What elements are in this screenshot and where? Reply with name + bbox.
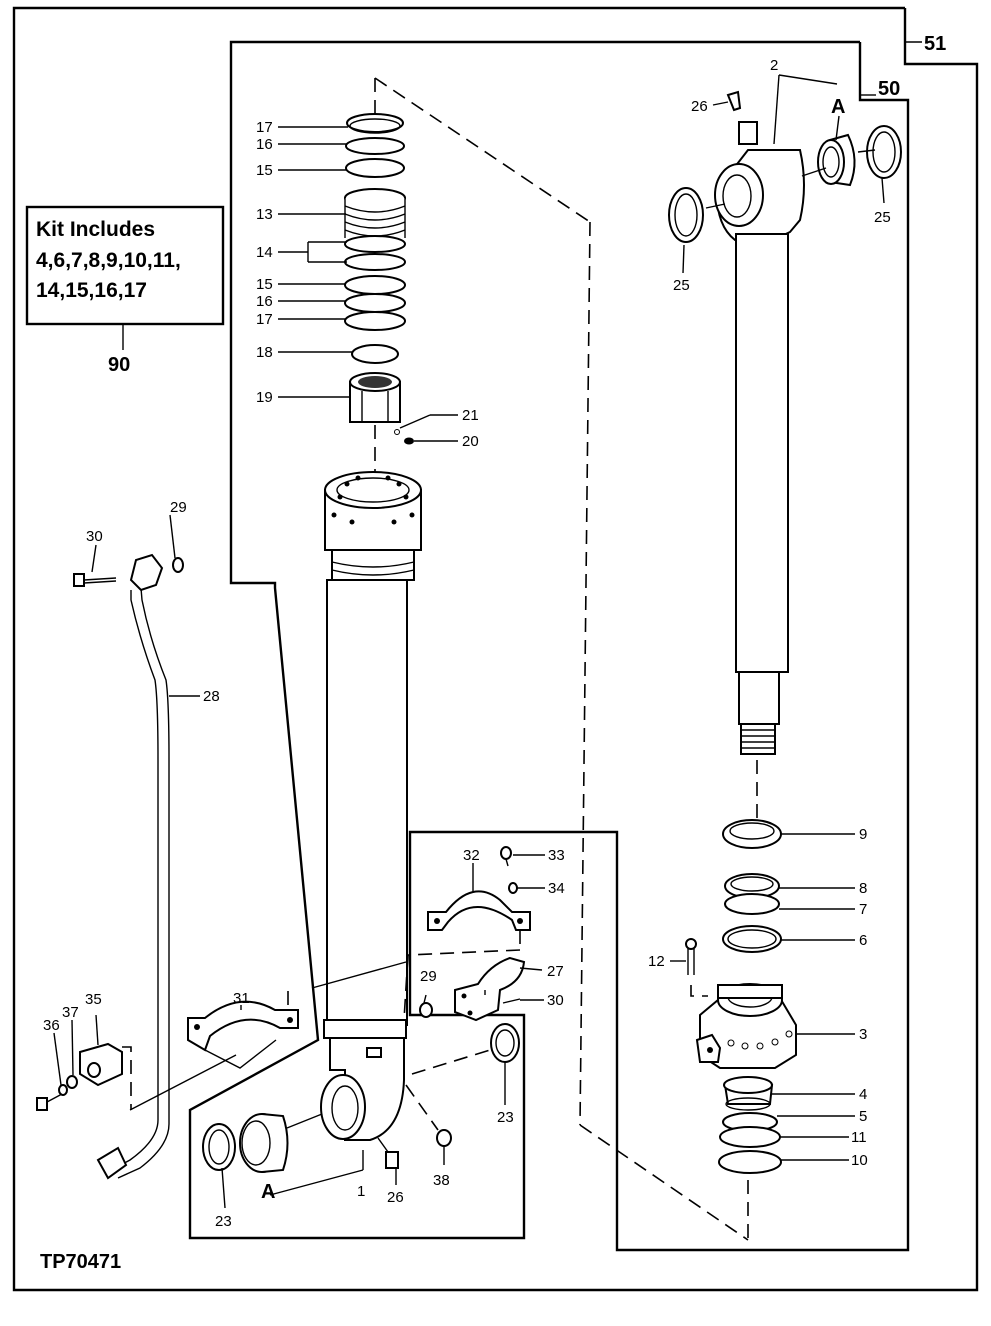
piston-seal-stack	[344, 78, 414, 490]
callout-38: 38	[433, 1172, 450, 1189]
alignment-lines	[374, 77, 749, 1241]
callout-25-left: 25	[673, 277, 690, 294]
callout-17-top: 17	[256, 119, 273, 136]
callout-50: 50	[878, 78, 900, 100]
kit-ref-90: 90	[108, 354, 130, 376]
cylinder-barrel	[311, 471, 422, 1141]
callout-17-bottom: 17	[256, 311, 273, 328]
callout-16-bottom: 16	[256, 293, 273, 310]
callout-9: 9	[859, 826, 867, 843]
callout-34: 34	[548, 880, 565, 897]
callout-15-top: 15	[256, 162, 273, 179]
clamp-32-assembly	[403, 846, 531, 1022]
callout-30-left: 30	[86, 528, 103, 545]
clamp-callouts: 32 33 34 29 27 30	[420, 847, 565, 1009]
callout-3: 3	[859, 1026, 867, 1043]
barrel-bushings	[202, 1023, 520, 1173]
kit-line-1: 4,6,7,8,9,10,11,	[36, 249, 181, 272]
callout-28: 28	[203, 688, 220, 705]
piston-rod	[668, 90, 902, 820]
callout-1: 1	[357, 1183, 365, 1200]
callout-6: 6	[859, 932, 867, 949]
callout-20: 20	[462, 433, 479, 450]
callout-14: 14	[256, 244, 273, 261]
callout-51: 51	[924, 33, 946, 55]
callout-25-right: 25	[874, 209, 891, 226]
callout-18: 18	[256, 344, 273, 361]
callout-21: 21	[462, 407, 479, 424]
kit-line-2: 14,15,16,17	[36, 279, 147, 302]
callout-33: 33	[548, 847, 565, 864]
block-35-fittings: 35 37 36	[36, 991, 237, 1111]
callout-29-left: 29	[170, 499, 187, 516]
stack-callouts: 17 16 15 13 14 15 16 17 18 19 21 20	[256, 119, 479, 450]
callout-19: 19	[256, 389, 273, 406]
callout-35: 35	[85, 991, 102, 1008]
letter-a-left: A	[261, 1181, 275, 1203]
rod-callouts: 2 A 26 25 25	[673, 57, 891, 294]
barrel-callouts: 1 A 23 23 26 38	[215, 1062, 514, 1230]
callout-37: 37	[62, 1004, 79, 1021]
callout-13: 13	[256, 206, 273, 223]
callout-23-right: 23	[497, 1109, 514, 1126]
callout-4: 4	[859, 1086, 867, 1103]
gland-head-stack	[685, 819, 797, 1240]
callout-36: 36	[43, 1017, 60, 1034]
kit-title: Kit Includes	[36, 218, 155, 241]
callout-31: 31	[233, 990, 250, 1007]
callout-11: 11	[851, 1129, 867, 1146]
callout-29-mid: 29	[420, 968, 437, 985]
callout-26-top: 26	[691, 98, 708, 115]
callout-5: 5	[859, 1108, 867, 1125]
callout-26-bottom: 26	[387, 1189, 404, 1206]
callout-23-left: 23	[215, 1213, 232, 1230]
callout-32: 32	[463, 847, 480, 864]
callout-2: 2	[770, 57, 778, 74]
callout-30-mid: 30	[547, 992, 564, 1009]
callout-15-bottom: 15	[256, 276, 273, 293]
callout-7: 7	[859, 901, 867, 918]
clamp-31: 31	[187, 987, 299, 1069]
callout-10: 10	[851, 1152, 868, 1169]
callout-16-top: 16	[256, 136, 273, 153]
gland-callouts: 9 8 7 6 12 3 4 5 11 10	[648, 826, 868, 1169]
outer-assembly-frame	[12, 6, 979, 1292]
kit-includes-box: Kit Includes 4,6,7,8,9,10,11, 14,15,16,1…	[25, 205, 225, 376]
inner-assembly-frame	[188, 40, 910, 1252]
callout-8: 8	[859, 880, 867, 897]
letter-a-right: A	[831, 96, 845, 118]
callout-27: 27	[547, 963, 564, 980]
figure-id: TP70471	[40, 1251, 121, 1273]
callout-12: 12	[648, 953, 665, 970]
tube-28: 28 29 30	[73, 499, 220, 1180]
